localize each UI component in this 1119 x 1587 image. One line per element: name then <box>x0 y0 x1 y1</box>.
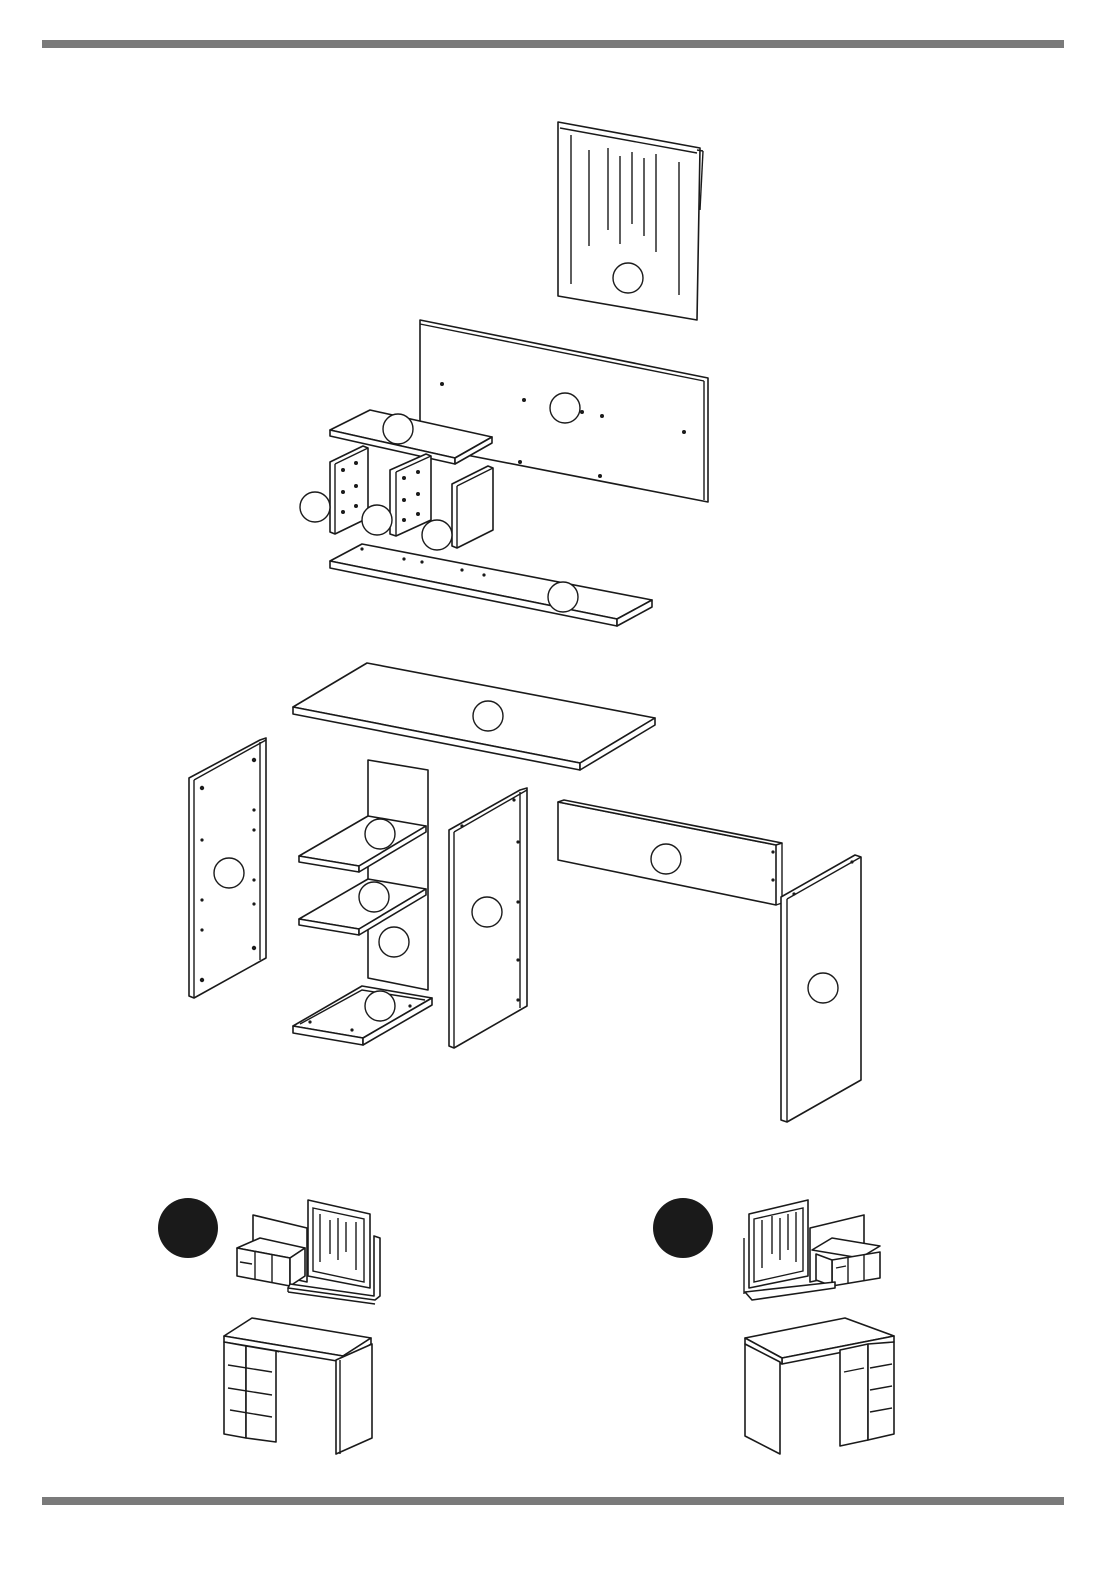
part-cabinet-bottom <box>293 986 432 1045</box>
part-number-callout <box>550 393 580 423</box>
part-small-divider-middle <box>362 454 431 536</box>
part-number-callout <box>362 505 392 535</box>
part-desk-top <box>293 663 655 770</box>
filled-circle-icon <box>158 1198 218 1258</box>
part-small-side-right <box>422 466 493 550</box>
part-middle-divider <box>449 788 527 1048</box>
part-number-callout <box>473 701 503 731</box>
part-number-callout <box>214 858 244 888</box>
part-small-divider-left <box>300 446 368 534</box>
option-b <box>653 1198 894 1454</box>
part-front-rail <box>558 800 782 905</box>
part-number-callout <box>472 897 502 927</box>
part-number-callout <box>365 991 395 1021</box>
part-number-callout <box>651 844 681 874</box>
filled-circle-icon <box>653 1198 713 1258</box>
part-number-callout <box>548 582 578 612</box>
part-number-callout <box>422 520 452 550</box>
part-side-panel-right <box>781 855 861 1122</box>
part-mirror-panel <box>558 122 703 320</box>
part-long-bottom-shelf <box>330 544 652 626</box>
part-back-panel-upper <box>420 320 708 502</box>
part-cabinet-back <box>368 760 428 990</box>
part-number-callout <box>613 263 643 293</box>
option-a <box>158 1198 380 1454</box>
part-number-callout <box>365 819 395 849</box>
part-side-panel-left <box>189 738 266 998</box>
part-number-callout <box>359 882 389 912</box>
part-number-callout <box>379 927 409 957</box>
part-number-callout <box>808 973 838 1003</box>
part-number-callout <box>300 492 330 522</box>
part-number-callout <box>383 414 413 444</box>
